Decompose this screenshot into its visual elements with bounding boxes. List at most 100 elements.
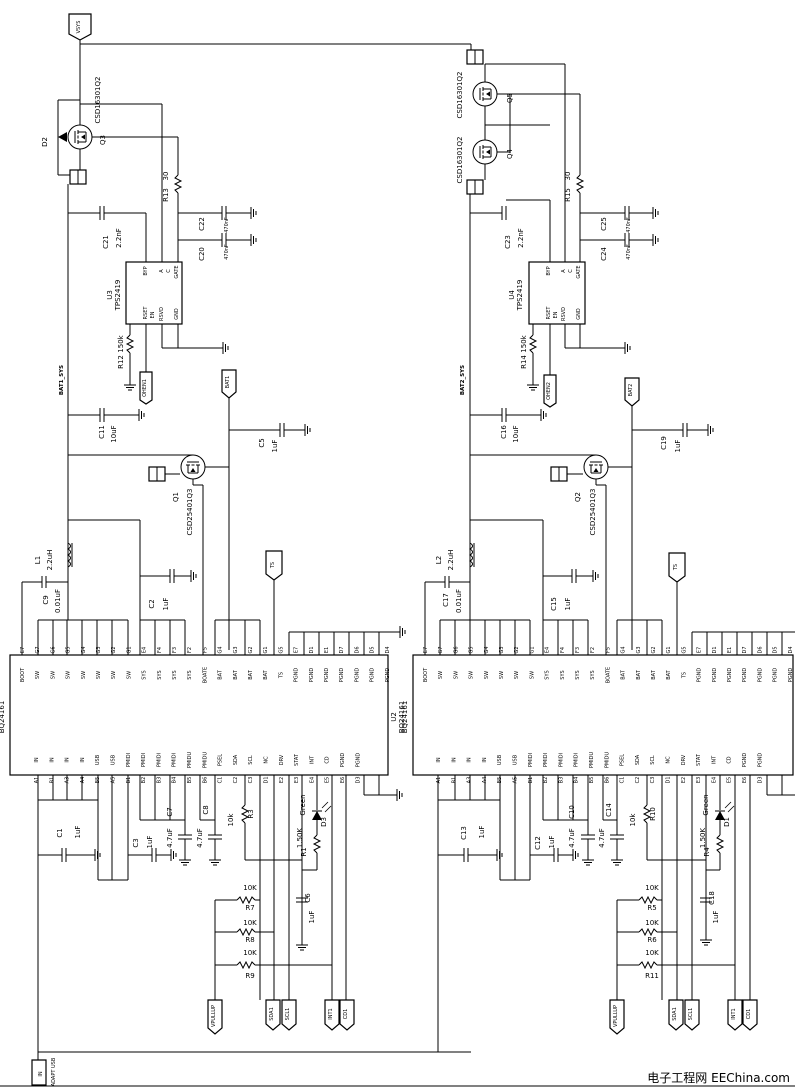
pin-number: G4	[218, 646, 224, 653]
ts-label: TS	[270, 562, 276, 569]
pin-number: G3	[499, 646, 505, 653]
pin-number: G5	[278, 646, 284, 653]
ohen1-label: OHEN1	[142, 379, 148, 397]
pin-number: A1	[34, 777, 40, 784]
sda1-label-left: SDA1	[269, 1007, 275, 1021]
pin-number: G4	[621, 646, 627, 653]
pin-label: PMIDI	[543, 753, 549, 767]
pin-label: NC	[264, 756, 270, 764]
pin-label: IN	[65, 757, 71, 762]
c1-ref: C1	[56, 828, 64, 837]
pin-label: PGND	[757, 753, 763, 768]
pin-label: PGND	[355, 753, 361, 768]
pin-label: IN	[467, 757, 473, 762]
q4-ref: Q4	[506, 148, 514, 159]
pin-label: BAT	[218, 669, 224, 679]
c16-val: 10uF	[512, 425, 520, 442]
pin-label: PGND	[742, 753, 748, 768]
pin-label: SW	[81, 671, 87, 679]
pin-number: F3	[172, 647, 178, 653]
c21-val: 2.2nF	[115, 228, 123, 248]
pin-label: BAT	[233, 669, 239, 679]
pin-label: IN	[436, 757, 442, 762]
pin-label: PGND	[370, 668, 376, 683]
in-port	[31, 1059, 47, 1086]
pin-number: E6	[340, 777, 346, 783]
pin-label: INT	[711, 755, 717, 764]
scl1-label-left: SCL1	[285, 1008, 291, 1021]
pin-number: A3	[65, 777, 71, 784]
svg-text:GND: GND	[174, 308, 180, 320]
pin-label: BAT	[651, 669, 657, 679]
pin-label: STAT	[696, 753, 702, 766]
pin-label: PMIDI	[558, 753, 564, 767]
pin-number: D1	[712, 646, 718, 653]
c8-ref: C8	[202, 805, 210, 814]
c8-val: 4.7uF	[196, 828, 204, 848]
pin-label: CD	[727, 756, 733, 763]
c13-ref: C13	[460, 826, 468, 840]
pin-number: G1	[263, 646, 269, 653]
pin-label: IN	[451, 757, 457, 762]
pin-number: G6	[453, 646, 459, 653]
pin-number: F2	[187, 647, 193, 653]
pin-label: SW	[438, 671, 444, 679]
r15-resistor	[575, 174, 585, 194]
svg-text:EN: EN	[150, 311, 156, 318]
c7-val: 4.7uF	[166, 828, 174, 848]
pin-label: SCL	[248, 755, 254, 765]
c10-val: 4.7uF	[568, 828, 576, 848]
pin-number: G2	[111, 646, 117, 653]
r4-val: 1.50K	[699, 828, 707, 849]
pin-number: C2	[635, 777, 641, 784]
pin-number: B4	[574, 777, 580, 784]
pin-label: SW	[96, 671, 102, 679]
cd1-port-right	[742, 999, 758, 1031]
pin-label: DRV	[681, 754, 687, 765]
r6-val: 10K	[645, 919, 659, 927]
r6-resistor	[638, 927, 658, 937]
pin-number: E5	[727, 777, 733, 783]
pin-label: BOATE	[202, 667, 208, 683]
pin-label: TS	[278, 672, 284, 679]
cd1-label-right: CD1	[746, 1009, 752, 1020]
pin-number: E4	[142, 647, 148, 653]
r6-ref: R6	[647, 936, 657, 944]
pin-label: USB	[513, 754, 519, 765]
pin-number: E2	[279, 777, 285, 783]
pin-label: USB	[95, 754, 101, 765]
pin-label: PMIDU	[187, 752, 193, 769]
pin-label: PSEL	[620, 754, 626, 766]
r8-val: 10K	[243, 919, 257, 927]
svg-text:RSVD: RSVD	[159, 307, 165, 321]
svg-text:GND: GND	[576, 308, 582, 320]
r3-resistor	[240, 804, 250, 824]
pin-number: E6	[742, 777, 748, 783]
r15-val: 30	[564, 172, 572, 181]
r15-ref: R15	[564, 188, 572, 202]
pin-number: B3	[156, 777, 162, 784]
pin-label: SW	[529, 671, 535, 679]
r1-resistor	[312, 834, 322, 854]
c6-val: 1uF	[308, 911, 316, 924]
r10-val: 10k	[629, 813, 637, 827]
pin-number: B3	[558, 777, 564, 784]
pin-number: E2	[681, 777, 687, 783]
u2-part-right-edge: BQ24161	[401, 701, 409, 734]
r13-ref: R13	[162, 188, 170, 202]
bat1-label: BAT1	[225, 376, 231, 389]
pin-number: E3	[294, 777, 300, 783]
pin-label: BAT	[248, 669, 254, 679]
pin-number: D4	[788, 646, 794, 653]
pin-number: B2	[543, 777, 549, 784]
pin-label: PGND	[354, 668, 360, 683]
pin-label: SDA	[635, 754, 641, 765]
ts2-port	[668, 552, 686, 583]
c15-val: 1uF	[564, 598, 572, 611]
c1-val: 1uF	[74, 826, 82, 839]
pin-label: PGND	[712, 668, 718, 683]
svg-text:C: C	[166, 269, 172, 273]
c9-val: 0.01uF	[54, 589, 62, 613]
pin-label: SW	[126, 671, 132, 679]
r13-resistor	[173, 174, 183, 194]
